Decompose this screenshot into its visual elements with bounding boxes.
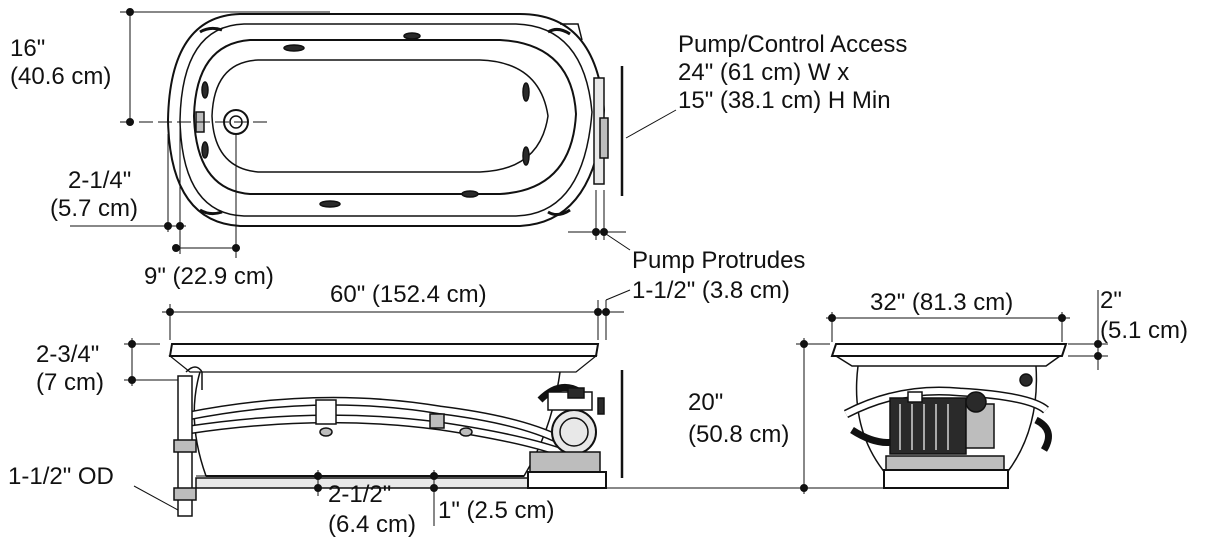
jet-7 xyxy=(201,81,209,99)
drain-height-label-in: 2-1/2" xyxy=(328,481,392,508)
rim-edge-label-in: 2-1/4" xyxy=(68,167,132,194)
tub-top-view xyxy=(166,13,609,227)
pump-end xyxy=(883,373,1033,489)
jet-8 xyxy=(201,141,209,159)
tub-front-view xyxy=(168,343,607,517)
tub-end-view xyxy=(830,343,1068,489)
jet-2 xyxy=(403,32,421,40)
front-view-dimensions xyxy=(124,289,890,526)
rim-height-label-cm: (5.1 cm) xyxy=(1100,317,1189,344)
rim-height-label-in: 2" xyxy=(1100,287,1122,314)
jet-1 xyxy=(283,44,305,52)
rim-thickness-label-cm: (7 cm) xyxy=(36,369,104,396)
pump-protrudes-dim-label: 1-1/2" (3.8 cm) xyxy=(632,277,790,304)
drain-height-label-cm: (6.4 cm) xyxy=(328,511,417,538)
access-label-line2: 24" (61 cm) W x xyxy=(678,59,850,86)
pump-front xyxy=(527,387,607,489)
length-label: 60" (152.4 cm) xyxy=(330,281,487,308)
access-label-line1: Pump/Control Access xyxy=(678,31,908,58)
jet-5 xyxy=(319,200,341,208)
pump-protrudes-label: Pump Protrudes xyxy=(632,247,806,274)
drain-pipe-label: 1-1/2" OD xyxy=(8,463,114,490)
height-label-cm: (50.8 cm) xyxy=(688,421,790,448)
end-view-dimensions xyxy=(796,290,1108,494)
depth-label-cm: (40.6 cm) xyxy=(10,63,112,90)
jet-4 xyxy=(522,146,530,166)
top-view-dimensions xyxy=(70,8,677,258)
drain-offset-label: 9" (22.9 cm) xyxy=(144,263,274,290)
depth-label-in: 16" xyxy=(10,35,46,62)
width-label: 32" (81.3 cm) xyxy=(870,289,1014,316)
base-offset-label: 1" (2.5 cm) xyxy=(438,497,555,524)
jet-3 xyxy=(522,82,530,102)
jet-6 xyxy=(461,190,479,198)
rim-edge-label-cm: (5.7 cm) xyxy=(50,195,139,222)
rim-thickness-label-in: 2-3/4" xyxy=(36,341,100,368)
access-label-line3: 15" (38.1 cm) H Min xyxy=(678,87,891,114)
height-label-in: 20" xyxy=(688,389,724,416)
